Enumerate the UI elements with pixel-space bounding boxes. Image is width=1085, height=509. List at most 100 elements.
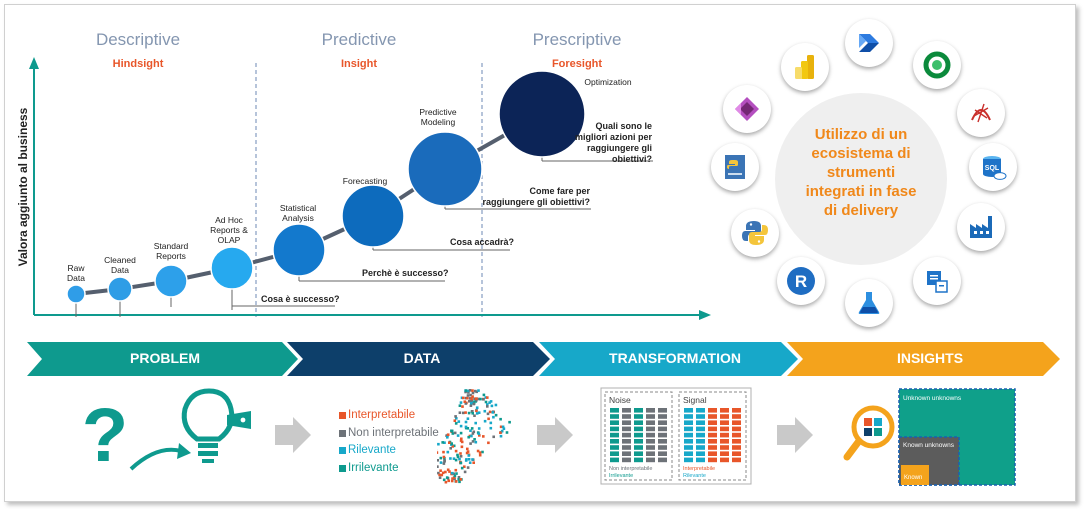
- legend-item-rilevante: Rilevante: [339, 442, 439, 460]
- machine-learning-icon: [845, 279, 893, 327]
- data-point: [464, 420, 468, 424]
- data-point: [472, 430, 476, 434]
- data-point: [454, 422, 458, 425]
- data-point: [472, 400, 476, 403]
- data-point: [469, 404, 473, 407]
- data-point: [494, 403, 498, 407]
- noise-cell: [622, 408, 631, 413]
- noise-cell: [622, 445, 631, 450]
- stage-bubble: [341, 184, 405, 248]
- data-point: [459, 439, 463, 442]
- signal-cell: [696, 420, 705, 425]
- data-point: [470, 434, 473, 438]
- data-point: [459, 452, 462, 455]
- noise-label: Noise: [609, 395, 631, 405]
- data-point: [443, 457, 446, 460]
- lightbulb-icon: [181, 388, 251, 463]
- data-point: [451, 445, 454, 448]
- data-point: [473, 438, 476, 441]
- data-point: [448, 441, 451, 444]
- data-point: [501, 425, 505, 429]
- data-point: [453, 474, 457, 478]
- stream-analytics-icon: [913, 257, 961, 305]
- data-point: [488, 401, 491, 404]
- data-point: [452, 476, 456, 479]
- signal-cell: [720, 432, 729, 438]
- data-point: [486, 403, 489, 406]
- data-point: [508, 420, 511, 424]
- signal-cell: [732, 426, 741, 432]
- signal-cell: [696, 445, 705, 450]
- data-point: [466, 427, 470, 430]
- r-language-icon: R: [777, 257, 825, 305]
- noise-cell: [634, 451, 643, 456]
- noise-cell: [658, 432, 667, 438]
- noise-cell: [622, 426, 631, 432]
- data-point: [452, 472, 455, 476]
- data-point: [467, 454, 471, 457]
- ecosystem-line: Utilizzo di un: [814, 126, 908, 143]
- problem-chevron: [27, 342, 298, 376]
- data-point: [457, 477, 460, 481]
- data-point-cloud: [437, 389, 511, 484]
- signal-cell: [732, 432, 741, 438]
- y-axis-arrow: [29, 57, 39, 69]
- noise-cell: [646, 439, 655, 444]
- data-point: [446, 450, 450, 454]
- data-point: [451, 477, 454, 480]
- signal-cell: [708, 432, 717, 438]
- curved-arrow-head-icon: [177, 443, 191, 459]
- noise-cell: [610, 426, 619, 432]
- data-point: [464, 390, 467, 394]
- pipeline-step-data: DATA: [403, 350, 441, 366]
- insights-magnifier-icon: [843, 405, 895, 461]
- data-point: [471, 410, 474, 413]
- data-point: [464, 389, 468, 392]
- data-point: [499, 417, 502, 421]
- data-point: [465, 451, 469, 455]
- data-point: [488, 410, 492, 414]
- legend-label: Rilevante: [348, 444, 396, 456]
- data-point: [459, 431, 463, 435]
- data-point: [466, 396, 469, 400]
- noise-cell: [610, 432, 619, 438]
- data-point: [461, 405, 464, 408]
- transformation-chevron: [539, 342, 798, 376]
- svg-text:R: R: [795, 272, 807, 291]
- signal-caption-interpretabile: Interpretabile: [683, 466, 715, 472]
- data-point: [452, 444, 456, 448]
- data-point: [473, 397, 476, 400]
- data-point: [454, 449, 458, 453]
- data-point: [471, 395, 474, 398]
- data-point: [444, 470, 447, 474]
- problem-icons: ?: [82, 388, 251, 478]
- noise-cell: [610, 439, 619, 444]
- data-point: [456, 455, 460, 459]
- data-point: [464, 459, 468, 462]
- data-point: [471, 412, 474, 415]
- power-automate-icon: [845, 19, 893, 67]
- data-point: [471, 391, 475, 395]
- data-point: [481, 450, 484, 454]
- noise-cell: [610, 445, 619, 450]
- data-point: [467, 458, 471, 461]
- data-point: [459, 424, 463, 428]
- noise-caption-non-interpretabile: Non interpretabile: [609, 466, 652, 472]
- ecosystem-circle: [775, 93, 947, 265]
- noise-cell: [658, 426, 667, 432]
- data-point: [486, 396, 489, 399]
- data-point: [458, 404, 462, 407]
- data-point: [477, 397, 481, 401]
- signal-cell: [708, 457, 717, 463]
- data-point: [473, 414, 476, 417]
- noise-cell: [610, 451, 619, 456]
- data-point: [492, 435, 495, 439]
- data-point: [490, 404, 494, 408]
- signal-cell: [696, 408, 705, 413]
- noise-cell: [658, 420, 667, 425]
- stage-question: Cosa accadrà?: [450, 237, 514, 247]
- data-point: [454, 458, 458, 462]
- data-point: [491, 411, 495, 414]
